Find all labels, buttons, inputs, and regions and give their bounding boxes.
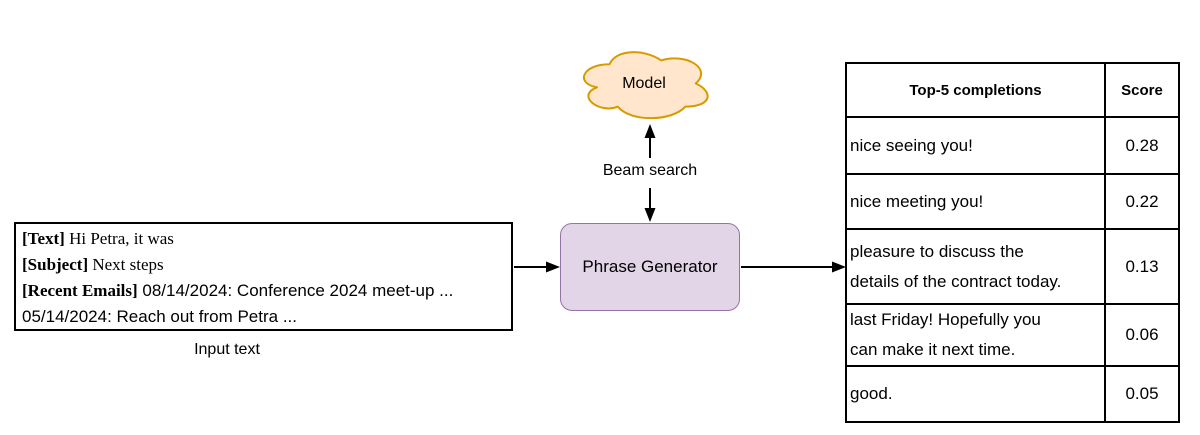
arrow-generator-to-table: [741, 261, 846, 273]
model-cloud: [573, 43, 715, 124]
arrow-up-to-model: [644, 124, 656, 158]
table-row: nice seeing you! 0.28: [845, 116, 1180, 175]
completion-text: details of the contract today.: [850, 271, 1062, 291]
completion-text: last Friday! Hopefully you: [850, 310, 1041, 329]
input-line-text: Next steps: [88, 255, 164, 274]
arrow-down-to-generator: [644, 188, 656, 222]
model-label: Model: [622, 75, 666, 92]
table-row: pleasure to discuss the details of the c…: [845, 228, 1180, 305]
completion-text: nice meeting you!: [850, 191, 984, 211]
score-value: 0.13: [1104, 228, 1180, 305]
input-tag: [Subject]: [22, 255, 89, 274]
table-header-row: Top-5 completions Score: [845, 62, 1180, 118]
table-row: nice meeting you! 0.22: [845, 173, 1180, 230]
input-line: [Text] Hi Petra, it was: [22, 226, 505, 252]
completion-text: nice seeing you!: [850, 135, 973, 155]
completion-text: can make it next time.: [850, 340, 1016, 359]
score-value: 0.28: [1104, 116, 1180, 175]
completion-text: pleasure to discuss the: [850, 241, 1024, 261]
arrow-input-to-generator: [514, 261, 560, 273]
phrase-generator-label: Phrase Generator: [582, 257, 718, 276]
score-value: 0.22: [1104, 173, 1180, 230]
completions-column-header: Top-5 completions: [845, 62, 1106, 118]
input-line-text: Hi Petra, it was: [64, 229, 174, 248]
completion-text: good.: [850, 384, 893, 403]
input-tag: [Text]: [22, 229, 65, 248]
score-value: 0.05: [1104, 365, 1180, 423]
input-text-box: [Text] Hi Petra, it was [Subject] Next s…: [14, 222, 513, 331]
phrase-generator-box: Phrase Generator: [560, 223, 740, 311]
table-row: last Friday! Hopefully you can make it n…: [845, 303, 1180, 367]
input-line-text: 08/14/2024: Conference 2024 meet-up ...: [137, 281, 454, 300]
table-row: good. 0.05: [845, 365, 1180, 423]
input-text-caption: Input text: [194, 341, 260, 358]
input-line: [Recent Emails] 08/14/2024: Conference 2…: [22, 278, 505, 304]
score-column-header: Score: [1104, 62, 1180, 118]
cloud-icon: [583, 51, 709, 120]
beam-search-label: Beam search: [602, 162, 698, 179]
input-line-text: 05/14/2024: Reach out from Petra ...: [22, 307, 297, 326]
completions-table: Top-5 completions Score nice seeing you!…: [845, 62, 1180, 423]
input-line: 05/14/2024: Reach out from Petra ...: [22, 304, 505, 330]
input-tag: [Recent Emails]: [22, 281, 138, 300]
input-line: [Subject] Next steps: [22, 252, 505, 278]
score-value: 0.06: [1104, 303, 1180, 367]
